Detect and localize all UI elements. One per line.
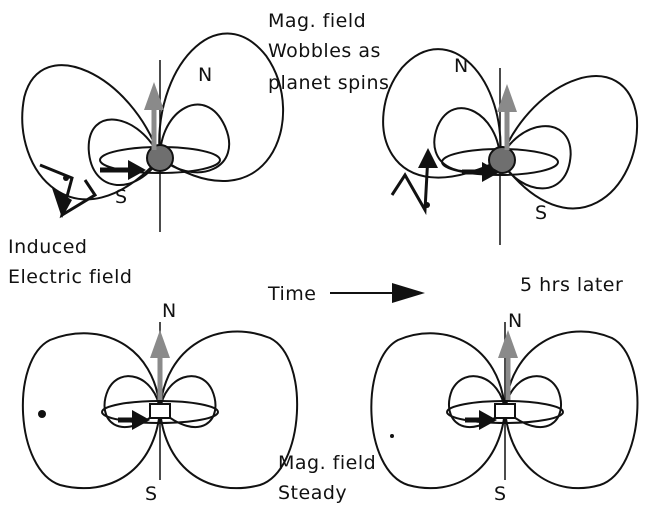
moon-dot — [63, 175, 69, 181]
pole-north-bottom-left: N — [162, 300, 177, 322]
moon-dot — [38, 410, 46, 418]
magnetic-axis-arrowhead — [498, 330, 518, 358]
planet — [150, 404, 170, 418]
caption-steady-line-2: Steady — [278, 482, 347, 504]
field-loop-outer-right — [505, 332, 637, 489]
caption-induced-line-2: Electric field — [8, 266, 132, 288]
moon-arrowhead — [132, 410, 150, 430]
field-loop-outer-left — [371, 333, 505, 488]
pole-south-top-left: S — [115, 186, 128, 208]
caption-wobble-line-2: Wobbles as — [268, 40, 381, 62]
time-arrowhead — [392, 283, 425, 303]
pole-south-bottom-right: S — [494, 483, 507, 505]
caption-steady-line-1: Mag. field — [278, 452, 376, 474]
caption-wobble-line-3: planet spins — [268, 72, 389, 94]
pole-north-top-left: N — [198, 64, 213, 86]
moon-dot — [390, 434, 394, 438]
pole-north-bottom-right: N — [508, 310, 523, 332]
field-loop-outer-right — [160, 332, 297, 489]
pole-north-top-right: N — [454, 55, 469, 77]
pole-south-bottom-left: S — [145, 483, 158, 505]
caption-induced-line-1: Induced — [8, 236, 87, 258]
moon-dot — [424, 202, 430, 208]
magnetic-axis-arrowhead — [144, 82, 164, 110]
caption-time: Time — [268, 283, 317, 305]
planet — [147, 145, 173, 171]
caption-later: 5 hrs later — [520, 274, 623, 296]
pole-south-top-right: S — [535, 202, 548, 224]
magnetic-axis-arrowhead — [150, 330, 170, 358]
caption-wobble-line-1: Mag. field — [268, 10, 366, 32]
planet — [495, 404, 515, 418]
